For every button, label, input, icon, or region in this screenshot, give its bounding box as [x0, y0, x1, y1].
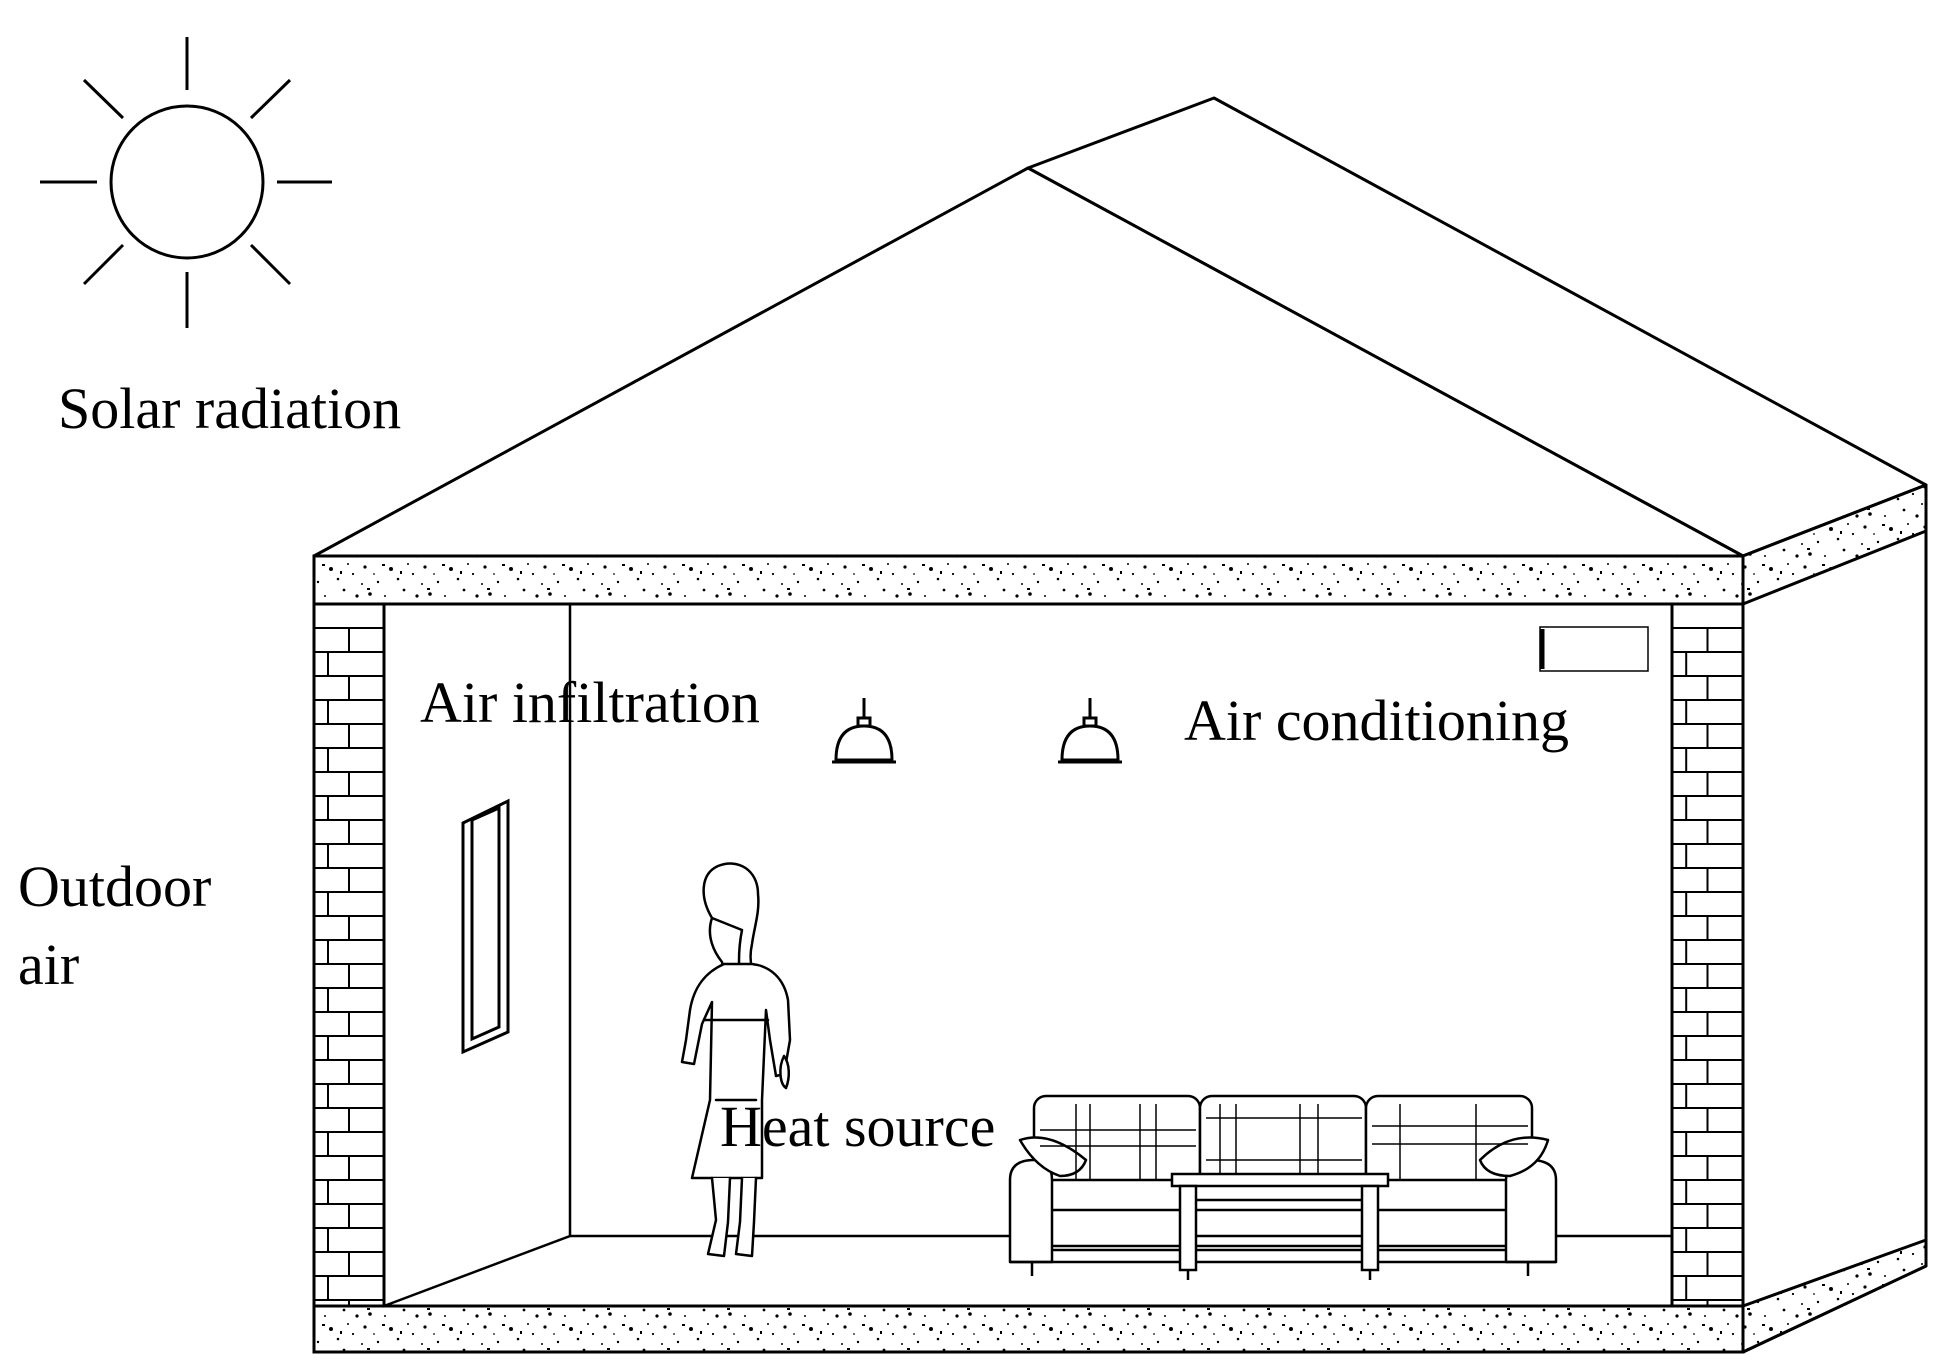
brick-wall-frame	[312, 602, 386, 1308]
ceiling-slab	[312, 554, 1745, 606]
roof	[312, 96, 1928, 558]
floor-slab	[312, 1304, 1745, 1354]
left-brick-wall	[312, 602, 386, 1308]
side-wall	[1741, 483, 1928, 1354]
coffee-table	[1170, 1172, 1390, 1280]
label-outdoor-air-line1: Outdoor	[18, 854, 212, 919]
brick-wall-frame	[1670, 602, 1745, 1308]
label-air-infiltration: Air infiltration	[420, 670, 760, 735]
label-air-conditioning: Air conditioning	[1184, 688, 1570, 753]
house-outline	[312, 554, 1745, 1354]
label-heat-source: Heat source	[720, 1094, 996, 1159]
pendant-lamp-right	[1058, 698, 1122, 764]
label-solar-radiation: Solar radiation	[58, 376, 402, 441]
pendant-lamp-left	[832, 698, 896, 764]
sun-icon	[40, 37, 332, 328]
window	[461, 798, 510, 1055]
label-outdoor-air-line2: air	[18, 932, 80, 997]
person-figure	[680, 862, 792, 1258]
right-brick-wall	[1670, 602, 1745, 1308]
air-conditioner-unit	[1539, 626, 1649, 672]
sofa-cushion-pattern	[1040, 1104, 1528, 1180]
label-outdoor-air: Outdoor air	[18, 858, 211, 994]
